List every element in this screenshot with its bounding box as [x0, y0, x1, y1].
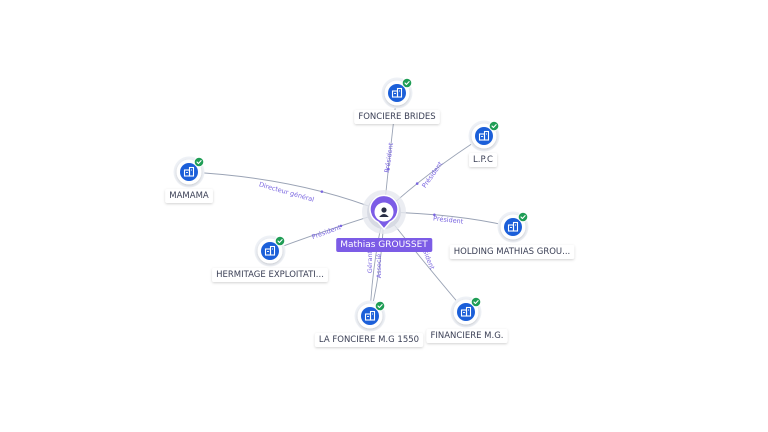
verified-check-icon [488, 120, 500, 132]
verified-check-icon [517, 211, 529, 223]
building-icon [183, 166, 195, 177]
edge-label: Président [383, 142, 395, 174]
verified-check-icon [374, 300, 386, 312]
edge-arrow-icon [339, 224, 343, 228]
building-icon [460, 306, 472, 317]
edge-arrow-icon [433, 213, 436, 217]
center-name: Mathias GROUSSET [340, 240, 428, 250]
company-name: HOLDING MATHIAS GROU... [454, 247, 571, 257]
edge-label: Président [420, 160, 444, 190]
edge-label: Associé [375, 254, 383, 279]
company-label[interactable]: FINANCIERE M.G. [426, 329, 508, 343]
verified-check-icon [274, 235, 286, 247]
company-name: FONCIERE BRIDES [358, 112, 435, 122]
center-node[interactable]: Mathias GROUSSET [336, 190, 433, 252]
edge-line [188, 171, 385, 213]
building-icon [478, 130, 490, 141]
company-node-hermitage-exploitati[interactable]: HERMITAGE EXPLOITATI... [212, 235, 328, 283]
center-name-badge[interactable]: Mathias GROUSSET [336, 238, 433, 252]
building-icon [364, 310, 376, 321]
company-name: LA FONCIERE M.G 1550 [319, 335, 419, 345]
company-name: FINANCIERE M.G. [430, 331, 503, 341]
company-node-fonciere-brides[interactable]: FONCIERE BRIDES [354, 77, 440, 125]
building-icon [264, 245, 276, 256]
company-node-l-p-c[interactable]: L.P.C [468, 120, 500, 168]
verified-check-icon [193, 156, 205, 168]
edge-label: Président [433, 214, 464, 225]
company-node-mamama[interactable]: MAMAMA [165, 156, 213, 204]
building-icon [391, 87, 403, 98]
company-name: HERMITAGE EXPLOITATI... [216, 270, 324, 280]
building-icon [507, 221, 519, 232]
company-label[interactable]: LA FONCIERE M.G 1550 [314, 333, 424, 347]
company-label[interactable]: MAMAMA [165, 189, 213, 203]
company-label[interactable]: HERMITAGE EXPLOITATI... [212, 268, 328, 282]
edge-arrow-icon [415, 182, 419, 185]
nodes-layer: FONCIERE BRIDES L.P.C MAMAMA HOLDING MATHIA… [165, 77, 575, 348]
company-label[interactable]: FONCIERE BRIDES [354, 110, 440, 124]
company-name: MAMAMA [169, 191, 209, 201]
verified-check-icon [401, 77, 413, 89]
company-node-holding-mathias-grou[interactable]: HOLDING MATHIAS GROU... [449, 211, 575, 260]
edge-arrow-icon [387, 167, 390, 171]
company-node-financiere-m-g[interactable]: FINANCIERE M.G. [426, 296, 508, 344]
company-label[interactable]: L.P.C [469, 153, 497, 167]
edge-arrow-icon [320, 190, 324, 193]
company-name: L.P.C [473, 155, 493, 165]
edge-label: Gérant [366, 250, 374, 273]
edge-directeur-g-n-ral: Directeur général [188, 171, 385, 213]
company-node-la-fonciere-m-g-1550[interactable]: LA FONCIERE M.G 1550 [314, 300, 424, 348]
person-icon [379, 207, 389, 217]
verified-check-icon [470, 296, 482, 308]
company-label[interactable]: HOLDING MATHIAS GROU... [449, 245, 575, 259]
